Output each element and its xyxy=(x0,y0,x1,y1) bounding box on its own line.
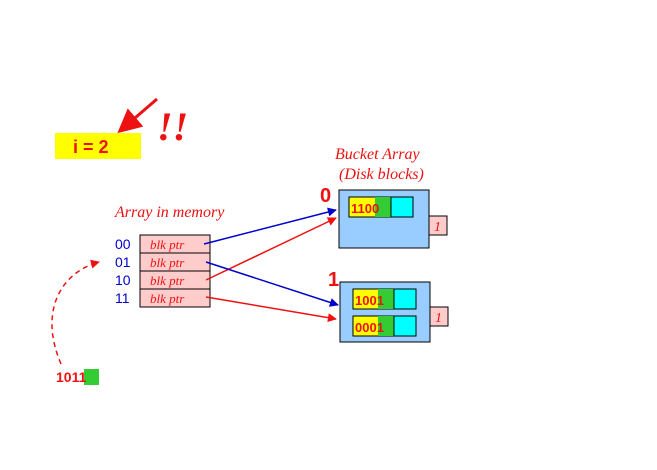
emphasis-arrow xyxy=(117,97,158,134)
bucket-0-record-data xyxy=(390,196,414,218)
bucket-array-subtitle: (Disk blocks) xyxy=(339,166,424,183)
array-title: Array in memory xyxy=(114,204,225,221)
bucket-1-record-2-key-bit xyxy=(378,316,394,336)
directory-pointer-label-11: blk ptr xyxy=(150,291,185,306)
bucket-1-record-2-data xyxy=(393,315,417,337)
directory-index-00: 00 xyxy=(115,236,131,252)
pointer-arrow-00-to-bucket-0 xyxy=(203,207,337,245)
bucket-1-record-2-text: 0001 xyxy=(355,320,384,335)
directory-array: 00 blk ptr 01 blk ptr 10 blk ptr 11 blk ptr xyxy=(115,234,211,308)
bucket-1-local-depth: 1 xyxy=(435,311,442,326)
global-depth-label: i = 2 xyxy=(73,137,109,157)
bucket-0-local-depth: 1 xyxy=(434,220,441,235)
directory-pointer-label-10: blk ptr xyxy=(150,273,185,288)
bucket-1-record-1-key-bit xyxy=(378,289,394,309)
lookup-dashed-arrow xyxy=(51,259,100,365)
bucket-0-record-text: 1100 xyxy=(351,201,379,216)
directory-index-10: 10 xyxy=(115,272,131,288)
lookup-key-text: 1011 xyxy=(56,369,87,385)
bucket-1-label: 1 xyxy=(328,269,339,291)
bucket-0: 0 1100 1 xyxy=(320,185,448,249)
exclamation-marks: !! xyxy=(157,104,188,149)
bucket-array-title: Bucket Array xyxy=(335,146,420,163)
bucket-1-record-1-text: 1001 xyxy=(355,293,384,308)
directory-pointers xyxy=(203,207,339,323)
bucket-0-record-key-bit xyxy=(375,197,391,217)
lookup-key: 1011 xyxy=(51,259,100,385)
lookup-key-bit-highlight xyxy=(84,369,99,385)
bucket-0-label: 0 xyxy=(320,185,331,207)
directory-index-01: 01 xyxy=(115,254,131,270)
directory-pointer-label-00: blk ptr xyxy=(150,237,185,252)
bucket-1-record-1-data xyxy=(393,288,417,310)
directory-pointer-label-01: blk ptr xyxy=(150,255,185,270)
bucket-0-local-depth-box xyxy=(428,215,448,236)
global-depth: i = 2 !! xyxy=(55,97,188,159)
global-depth-highlight xyxy=(55,133,141,159)
pointer-arrow-11-to-bucket-1 xyxy=(205,296,337,323)
pointer-arrow-01-to-bucket-1 xyxy=(205,261,339,307)
bucket-1: 1 1001 0001 1 xyxy=(328,269,449,343)
bucket-1-local-depth-box xyxy=(429,306,449,327)
directory-index-11: 11 xyxy=(115,290,130,306)
